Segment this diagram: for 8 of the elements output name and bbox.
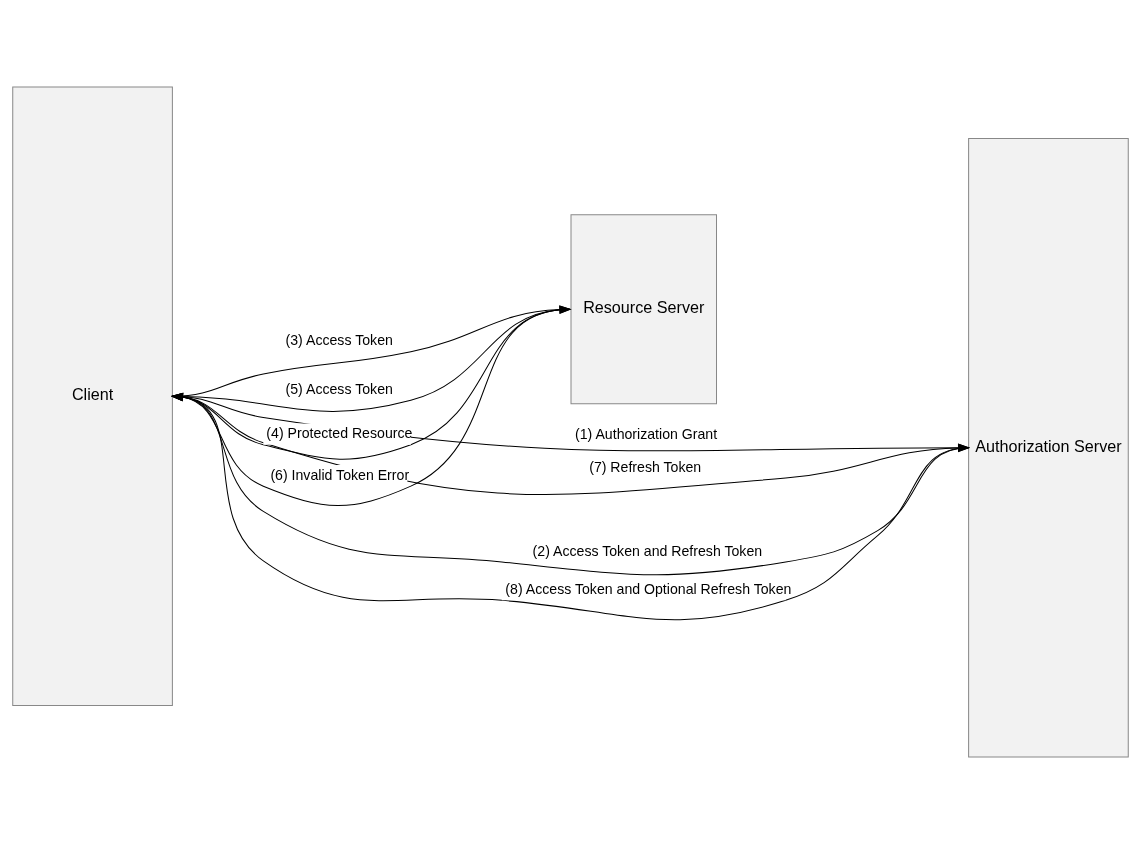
edge-label: (1) Authorization Grant (575, 426, 718, 443)
edge-label: (4) Protected Resource (266, 425, 413, 442)
edge-label: (5) Access Token (285, 380, 393, 397)
edge-label: (3) Access Token (285, 332, 393, 349)
edge-label: (6) Invalid Token Error (270, 466, 410, 483)
edge-label: (8) Access Token and Optional Refresh Token (505, 580, 792, 597)
edge-label: (7) Refresh Token (589, 458, 702, 475)
edge-label: (2) Access Token and Refresh Token (532, 542, 763, 559)
